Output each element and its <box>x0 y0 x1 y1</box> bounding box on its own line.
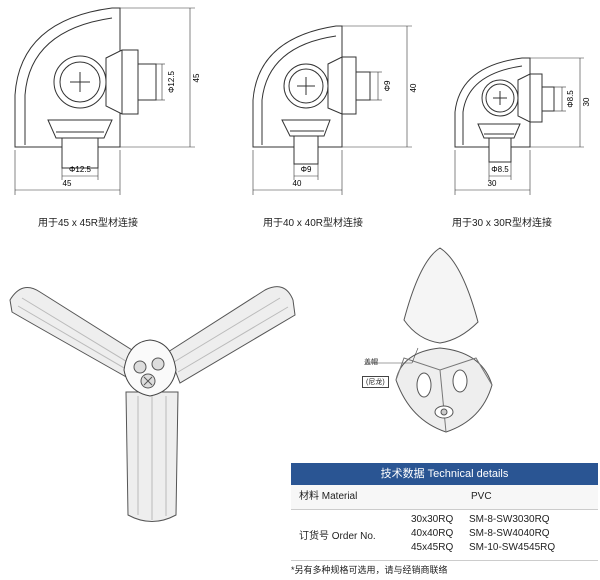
dim-width-40: 40 <box>293 179 302 188</box>
dim-bore-h-40: Φ9 <box>383 80 392 91</box>
caption-30: 用于30 x 30R型材连接 <box>452 218 553 229</box>
material-label: 材料 Material <box>299 491 358 502</box>
dim-bore-v-45: Φ12.5 <box>69 165 92 174</box>
order-size: 30x30RQ <box>411 514 454 525</box>
cap-callout-material: (尼龙) <box>362 376 389 388</box>
material-value: PVC <box>471 491 492 502</box>
order-code: SM-8-SW4040RQ <box>469 528 550 539</box>
order-row: 订货号 Order No. 30x30RQ 40x40RQ 45x45RQ SM… <box>291 510 598 561</box>
cap-callout-name: 盖帽 <box>364 359 378 366</box>
dim-bore-v-30: Φ8.5 <box>491 165 509 174</box>
order-code: SM-8-SW3030RQ <box>469 514 550 525</box>
order-label: 订货号 Order No. <box>299 531 376 542</box>
order-code: SM-10-SW4545RQ <box>469 542 556 553</box>
dim-bore-v-40: Φ9 <box>301 165 312 174</box>
material-row: 材料 Material PVC <box>291 485 598 510</box>
dim-height-30: 30 <box>582 97 591 106</box>
order-size: 40x40RQ <box>411 528 454 539</box>
dim-height-45: 45 <box>192 73 201 82</box>
caption-40: 用于40 x 40R型材连接 <box>263 218 364 229</box>
dim-width-30: 30 <box>488 179 497 188</box>
table-title: 技术数据 Technical details <box>291 463 598 485</box>
order-size: 45x45RQ <box>411 542 454 553</box>
dim-bore-h-45: Φ12.5 <box>167 70 176 93</box>
dim-width-45: 45 <box>63 179 72 188</box>
dim-height-40: 40 <box>409 83 418 92</box>
dim-bore-h-30: Φ8.5 <box>566 90 575 108</box>
technical-details-table: 技术数据 Technical details 材料 Material PVC 订… <box>291 463 598 561</box>
order-sizes: 30x30RQ 40x40RQ 45x45RQ <box>411 513 453 555</box>
order-codes: SM-8-SW3030RQ SM-8-SW4040RQ SM-10-SW4545… <box>469 513 555 555</box>
caption-45: 用于45 x 45R型材连接 <box>38 218 139 229</box>
footnote: *另有多种规格可选用，请与经销商联络 <box>291 565 448 575</box>
